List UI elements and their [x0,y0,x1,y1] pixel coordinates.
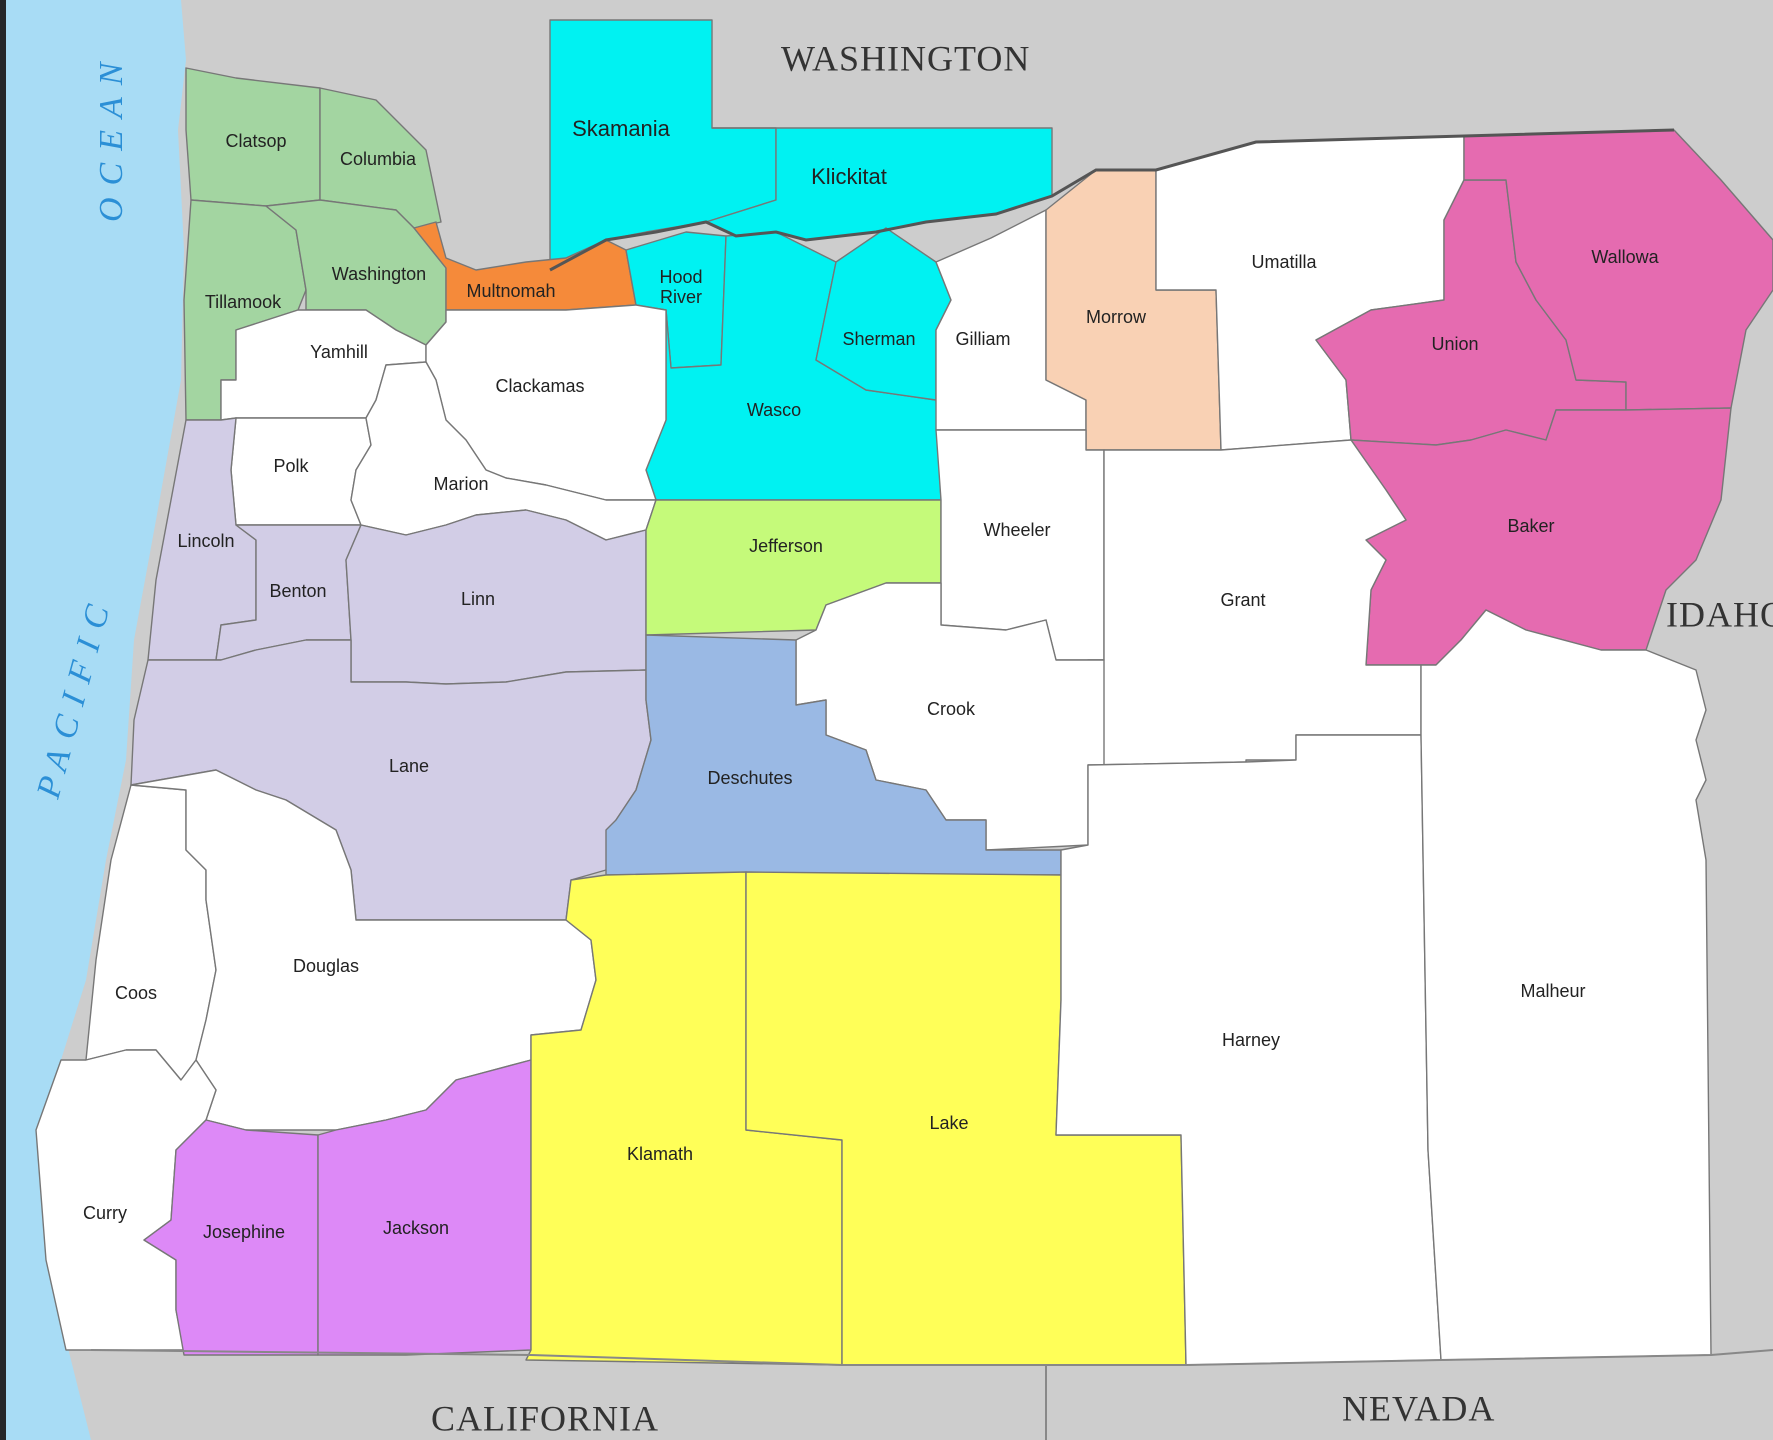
county-wheeler[interactable] [935,429,1105,661]
label-jackson: Jackson [383,1218,449,1238]
label-polk: Polk [273,456,309,476]
label-gilliam: Gilliam [955,329,1010,349]
label-deschutes: Deschutes [707,768,792,788]
columbia-river [549,128,1675,272]
label-ocean: OCEAN [93,51,130,222]
label-multnomah: Multnomah [466,281,555,301]
label-nevada: NEVADA [1342,1388,1495,1428]
label-baker: Baker [1507,516,1554,536]
label-morrow: Morrow [1086,307,1147,327]
label-crook: Crook [927,699,976,719]
label-linn: Linn [461,589,495,609]
label-union: Union [1431,334,1478,354]
label-skamania: Skamania [572,116,671,141]
pacific-ocean [6,0,186,1440]
label-klamath: Klamath [627,1144,693,1164]
county-jackson[interactable] [317,1059,532,1356]
county-deschutes[interactable] [605,634,1062,876]
label-curry: Curry [83,1203,127,1223]
label-klickitat: Klickitat [811,164,887,189]
label-clackamas: Clackamas [495,376,584,396]
label-wasco: Wasco [747,400,801,420]
label-douglas: Douglas [293,956,359,976]
label-columbia: Columbia [340,149,417,169]
label-washington: Washington [332,264,426,284]
label-washington: WASHINGTON [781,38,1030,78]
label-lane: Lane [389,756,429,776]
label-yamhill: Yamhill [310,342,368,362]
label-california: CALIFORNIA [431,1398,659,1438]
label-josephine: Josephine [203,1222,285,1242]
label-clatsop: Clatsop [225,131,286,151]
label-lake: Lake [929,1113,968,1133]
county-wallowa[interactable] [1463,129,1773,411]
label-coos: Coos [115,983,157,1003]
label-hood-river-1: Hood [659,267,702,287]
label-tillamook: Tillamook [205,292,282,312]
label-grant: Grant [1220,590,1265,610]
label-jefferson: Jefferson [749,536,823,556]
label-hood-river-2: River [660,287,702,307]
label-wheeler: Wheeler [983,520,1050,540]
oregon-county-map: WASHINGTON IDAHO CALIFORNIA NEVADA OCEAN… [6,0,1773,1440]
label-sherman: Sherman [842,329,915,349]
label-wallowa: Wallowa [1591,247,1659,267]
label-malheur: Malheur [1520,981,1585,1001]
label-marion: Marion [433,474,488,494]
county-malheur[interactable] [1420,609,1712,1361]
label-lincoln: Lincoln [177,531,234,551]
label-umatilla: Umatilla [1251,252,1317,272]
label-benton: Benton [269,581,326,601]
label-harney: Harney [1222,1030,1280,1050]
southern-border [90,1349,1773,1366]
label-idaho: IDAHO [1666,594,1773,634]
county-josephine[interactable] [143,1119,319,1356]
